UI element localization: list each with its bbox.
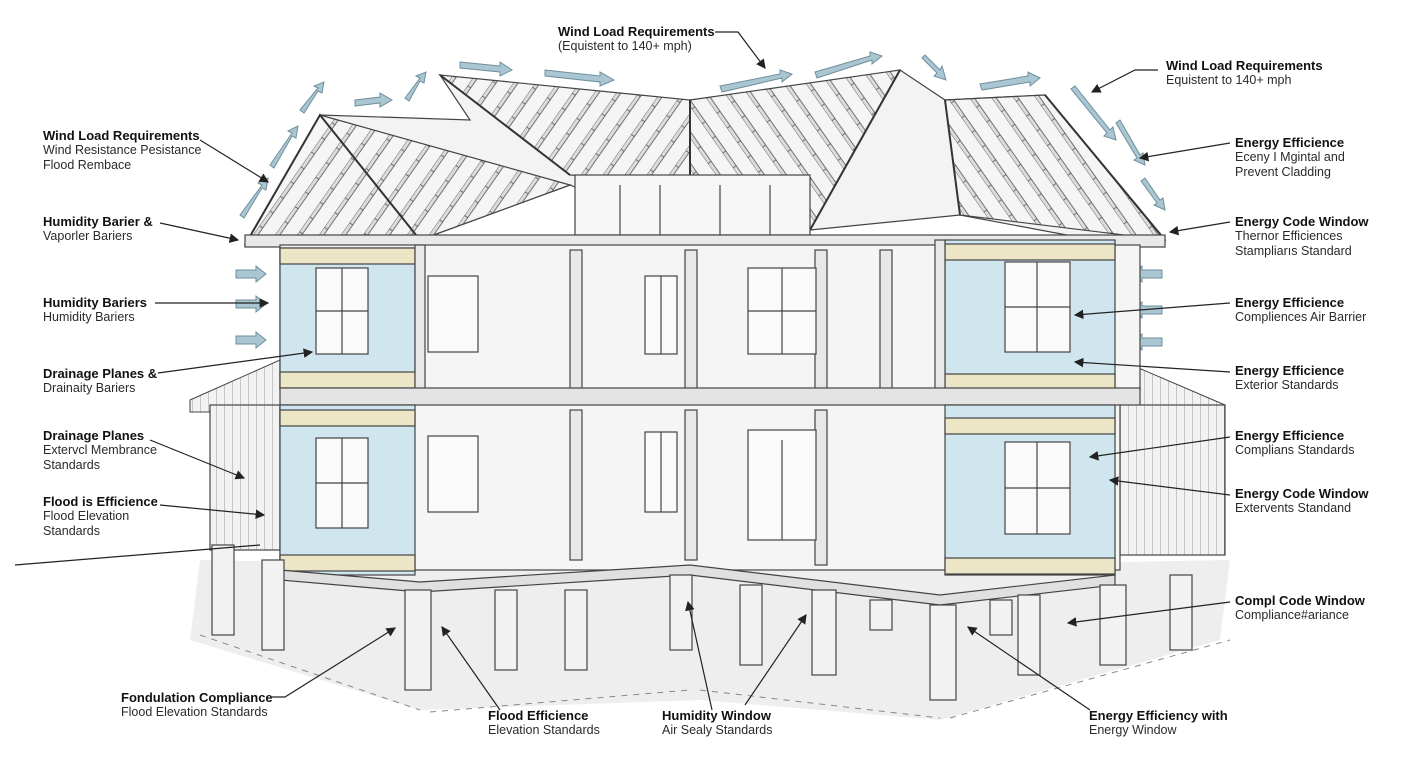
callout-detail: Complians Standards (1235, 443, 1355, 457)
callout-detail: Drainaity Bariers (43, 381, 136, 395)
callout-detail: Equistent to 140+ mph (1166, 73, 1292, 87)
callout-bottom-2: Flood Efficience Elevation Standards (488, 708, 600, 738)
callout-right-1: Energy Efficience Eceny I Mgintal and Pr… (1235, 135, 1345, 180)
callout-detail: Standards (43, 458, 100, 472)
callout-title: Energy Code Window (1235, 486, 1369, 501)
callout-title: Wind Load Requirements (558, 24, 715, 39)
callout-detail: Flood Elevation (43, 509, 130, 523)
callout-right-4: Energy Efficience Exterior Standards (1235, 363, 1344, 393)
callout-top-right: Wind Load Requirements Equistent to 140+… (1166, 58, 1323, 88)
callout-detail: Exterior Standards (1235, 378, 1339, 392)
callout-title: Fondulation Compliance (121, 690, 273, 705)
wind-arrows (235, 51, 1166, 352)
callout-title: Flood Efficience (488, 708, 589, 723)
callout-title: Energy Efficience (1235, 363, 1345, 378)
callout-left-4: Drainage Planes & Drainaity Bariers (43, 366, 157, 396)
callout-title: Drainage Planes & (43, 366, 158, 381)
callout-title: Energy Efficience (1235, 295, 1345, 310)
callout-detail: Humidity Bariers (43, 310, 135, 324)
callout-detail: Flood Rembace (43, 158, 132, 172)
stilt-foundation (211, 544, 1193, 701)
leader-lines (14, 31, 1231, 711)
callout-detail: Energy Window (1089, 723, 1177, 737)
callout-title: Drainage Planes (43, 428, 145, 443)
callout-title: Wind Load Requirements (1166, 58, 1323, 73)
callout-detail: Stampliarıs Standard (1235, 244, 1352, 258)
callout-right-3: Energy Efficience Compliences Air Barrie… (1235, 295, 1366, 325)
callout-title: Humidity Barier & (43, 214, 153, 229)
callout-title: Energy Efficiency with (1089, 708, 1228, 723)
callout-left-2: Humidity Barier & Vaporler Bariers (43, 214, 153, 244)
lower-floor (209, 404, 1226, 606)
roof-framing (243, 69, 1167, 248)
callout-left-1: Wind Load Requirements Wind Resistance P… (43, 128, 201, 173)
callout-bottom-4: Energy Efficiency with Energy Window (1089, 708, 1228, 738)
callout-detail: Air Sealy Standards (662, 723, 773, 737)
callout-title: Energy Efficience (1235, 135, 1345, 150)
upper-floor (279, 239, 1141, 407)
callout-title: Compl Code Window (1235, 593, 1365, 608)
callout-detail: Flood Elevation Standards (121, 705, 268, 719)
callout-detail: Eceny I Mgintal and (1235, 150, 1345, 164)
callout-title: Flood is Efficience (43, 494, 158, 509)
callout-detail: Compliences Air Barrier (1235, 310, 1367, 324)
callout-detail: (Equistent to 140+ mph) (558, 39, 692, 53)
callout-bottom-3: Humidity Window Air Sealy Standards (662, 708, 772, 738)
callout-detail: Standards (43, 524, 100, 538)
callout-title: Wind Load Requirements (43, 128, 200, 143)
callout-detail: Vaporler Bariers (43, 229, 133, 243)
callout-detail: Compliance#ariance (1235, 608, 1349, 622)
callout-left-3: Humidity Bariers Humidity Bariers (43, 295, 147, 325)
callout-detail: Thernor Efficiences (1235, 229, 1343, 243)
callout-title: Energy Efficience (1235, 428, 1345, 443)
callout-detail: Extervents Standand (1235, 501, 1352, 515)
callout-left-5: Drainage Planes Extervcl Membrance Stand… (43, 428, 157, 473)
callout-left-6: Flood is Efficience Flood Elevation Stan… (43, 494, 158, 539)
callout-bottom-1: Fondulation Compliance Flood Elevation S… (121, 690, 273, 720)
callout-right-2: Energy Code Window Thernor Efficiences S… (1235, 214, 1369, 259)
callout-detail: Wind Resistance Pesistance (43, 143, 202, 157)
callout-title: Humidity Window (662, 708, 771, 723)
callout-title: Energy Code Window (1235, 214, 1369, 229)
callout-detail: Extervcl Membrance (43, 443, 157, 457)
callout-right-7: Compl Code Window Compliance#ariance (1235, 593, 1365, 623)
callout-right-5: Energy Efficience Complians Standards (1235, 428, 1355, 458)
callout-detail: Prevent Cladding (1235, 165, 1331, 179)
callout-top-center: Wind Load Requirements (Equistent to 140… (558, 24, 715, 54)
callout-detail: Elevation Standards (488, 723, 600, 737)
callout-right-6: Energy Code Window Extervents Standand (1235, 486, 1369, 516)
callout-title: Humidity Bariers (43, 295, 148, 310)
